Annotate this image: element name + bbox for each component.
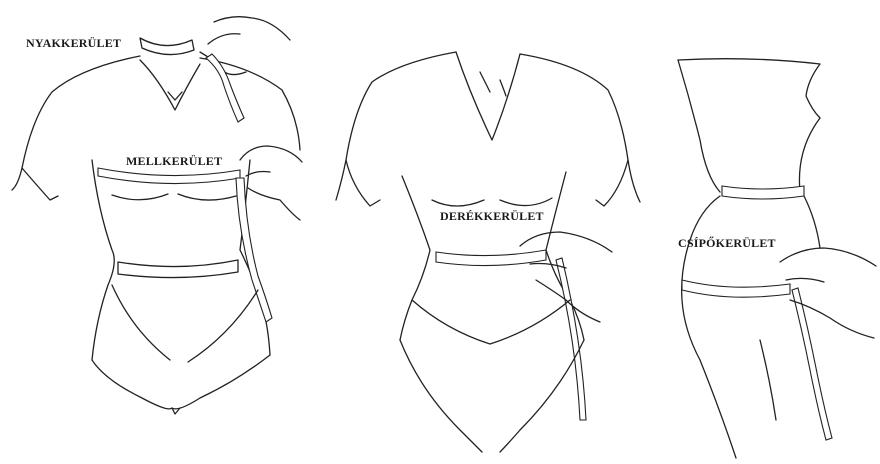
hip-figure (678, 59, 876, 458)
neck-measurement-label: NYAKKERÜLET (26, 36, 121, 51)
waist-figure (336, 52, 640, 452)
hip-measurement-label: CSÍPŐKERÜLET (678, 236, 776, 251)
neck-bust-figure (12, 17, 302, 414)
waist-measurement-label: DERÉKKERÜLET (440, 209, 544, 224)
bust-measurement-label: MELLKERÜLET (126, 154, 222, 169)
